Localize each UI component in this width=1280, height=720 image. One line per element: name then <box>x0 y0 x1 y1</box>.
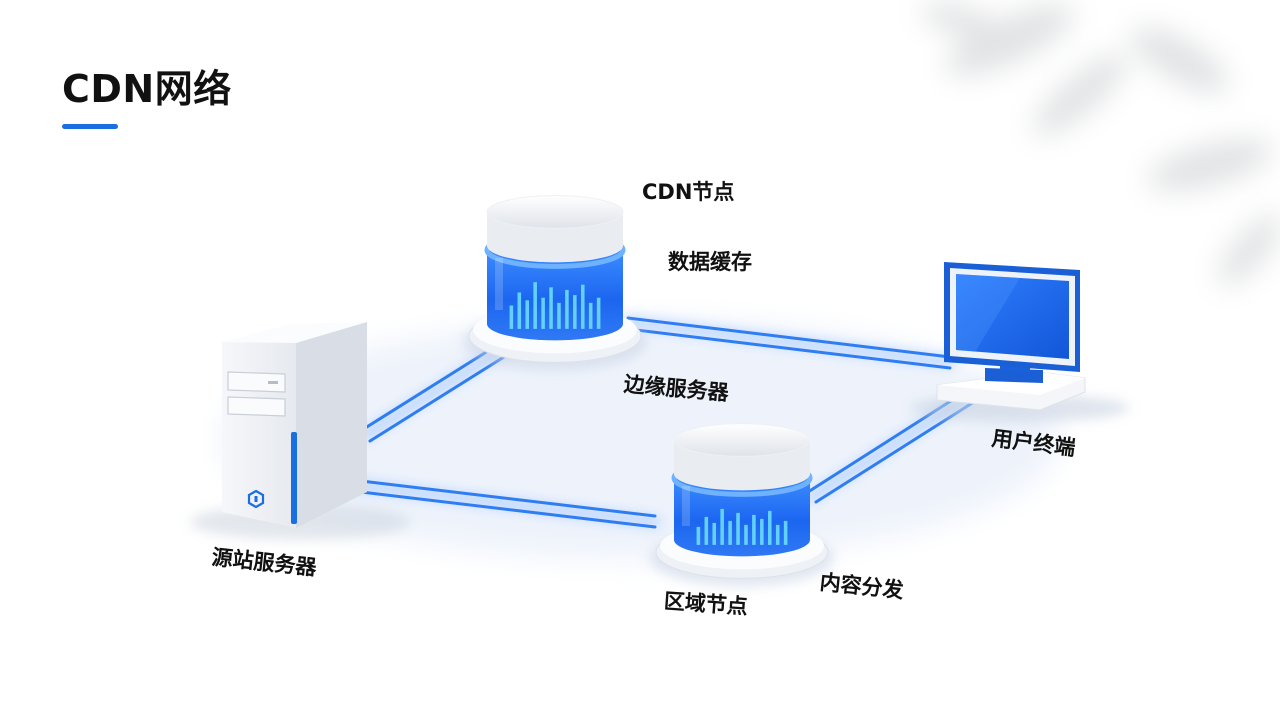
cdn-node-sublabel: 数据缓存 <box>668 250 752 274</box>
cdn-node-label: CDN节点 <box>642 180 735 204</box>
node-data-bar <box>549 287 553 329</box>
node-data-bar <box>533 282 537 329</box>
node-glass-highlight <box>682 486 690 526</box>
cdn-node-cylinder <box>463 195 647 371</box>
node-glass-highlight <box>495 258 503 310</box>
node-data-bar <box>565 289 569 329</box>
node-data-bar <box>509 305 514 329</box>
node-data-bar <box>704 516 709 545</box>
node-data-bar <box>752 514 756 545</box>
node-data-bar <box>712 522 717 545</box>
node-data-bars <box>696 508 788 545</box>
node-data-bar <box>580 284 585 329</box>
node-data-bar <box>573 295 577 329</box>
node-data-bar <box>696 526 701 545</box>
node-cap-top <box>673 423 811 457</box>
regional-node-label: 区域节点 <box>663 589 749 619</box>
page-title: CDN网络 <box>62 67 232 111</box>
node-data-bar <box>728 520 732 545</box>
node-data-bar <box>720 508 724 545</box>
node-data-bar <box>541 297 545 329</box>
leaf-shadow-decoration <box>921 2 1280 286</box>
shield-logo-icon <box>247 489 265 509</box>
title-underline <box>62 124 118 129</box>
node-data-bar <box>775 524 780 545</box>
node-data-bar <box>736 512 740 545</box>
origin-server <box>190 322 410 540</box>
link-cdn-user <box>626 316 952 359</box>
node-data-bar <box>517 292 522 329</box>
node-data-bar <box>783 520 788 545</box>
link-origin-regional <box>351 478 657 518</box>
drive-bay <box>227 371 286 417</box>
node-data-bar <box>760 518 764 545</box>
regional-node-cylinder <box>650 423 834 587</box>
node-data-bar <box>525 300 530 329</box>
node-data-bar <box>744 524 748 545</box>
node-data-bar <box>767 510 772 545</box>
node-cap-top <box>486 195 624 229</box>
node-data-bar <box>596 297 601 329</box>
user-monitor <box>910 262 1130 422</box>
node-data-bars <box>509 282 601 329</box>
node-data-bar <box>557 302 561 329</box>
node-data-bar <box>588 302 593 329</box>
